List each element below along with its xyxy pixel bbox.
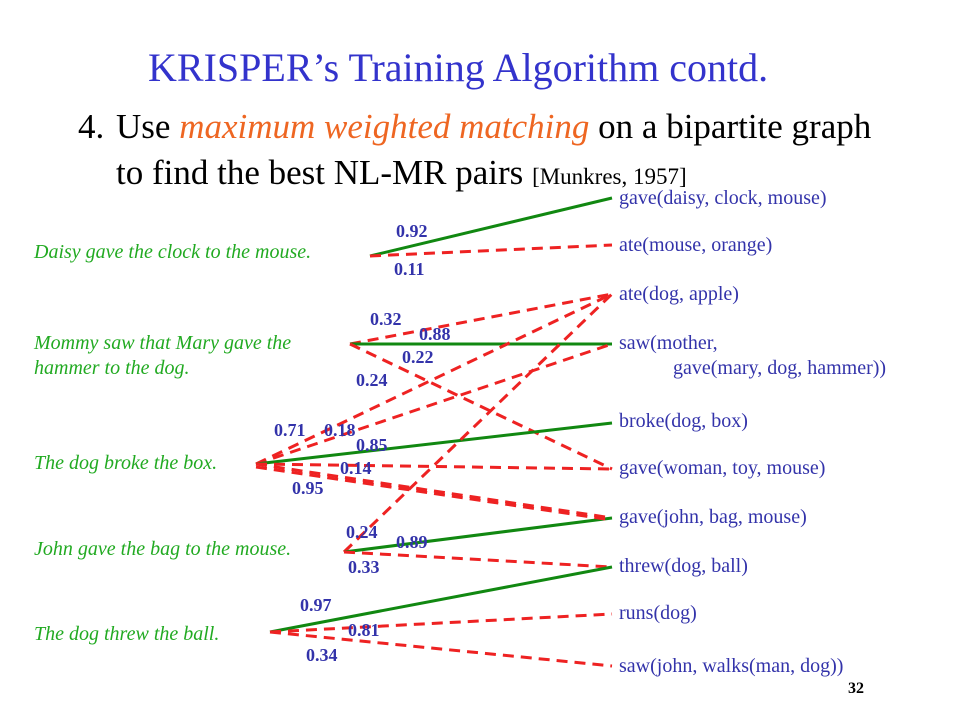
bullet-point: 4. Use maximum weighted matching on a bip… — [78, 104, 871, 200]
candidate-edge — [255, 465, 613, 522]
bullet-line-2: to find the best NL-MR pairs [Munkres, 1… — [78, 150, 871, 200]
candidate-edge — [255, 462, 613, 471]
candidate-edge — [343, 550, 613, 569]
matched-edge — [343, 516, 613, 554]
edge-weight-label: 0.22 — [402, 347, 434, 367]
matched-edge — [369, 196, 613, 258]
mr-text: gave(john, bag, mouse) — [619, 506, 807, 528]
candidate-edge — [255, 292, 613, 466]
sentence-text: Daisy gave the clock to the mouse. — [34, 241, 312, 263]
mr-node: gave(woman, toy, mouse) — [619, 456, 825, 481]
mr-text: gave(woman, toy, mouse) — [619, 457, 826, 479]
mr-text: saw(john, walks(man, dog)) — [619, 655, 844, 677]
edge-weight-label: 0.24 — [356, 370, 388, 390]
mr-node: saw(mother, gave(mary, dog, hammer)) — [619, 331, 886, 381]
mr-text: threw(dog, ball) — [619, 555, 748, 577]
slide-title: KRISPER’s Training Algorithm contd. — [148, 45, 769, 90]
edge-weight-label: 0.97 — [300, 595, 332, 615]
edge-weight-label: 0.85 — [356, 435, 388, 455]
bullet-line-2-text: to find the best NL-MR pairs — [116, 153, 533, 192]
mr-text: saw(mother, — [619, 332, 718, 354]
mr-text-line2: gave(mary, dog, hammer)) — [673, 357, 887, 379]
edge-weight-label: 0.95 — [292, 478, 324, 498]
candidate-edge — [269, 612, 613, 634]
sentence-text: The dog broke the box. — [34, 452, 218, 474]
edge-weight-label: 0.92 — [396, 221, 428, 241]
mr-node: threw(dog, ball) — [619, 554, 748, 579]
mr-node: ate(dog, apple) — [619, 282, 739, 307]
matched-edge — [255, 421, 613, 466]
sentence-text: John gave the bag to the mouse. — [34, 538, 292, 560]
mr-text: ate(dog, apple) — [619, 283, 739, 305]
bullet-highlight: maximum weighted matching — [179, 107, 590, 146]
bullet-text-before: Use — [116, 107, 180, 146]
edge-weight-label: 0.89 — [396, 532, 428, 552]
edge-weight-label: 0.88 — [419, 324, 451, 344]
mr-node: gave(john, bag, mouse) — [619, 505, 807, 530]
candidate-edge — [269, 630, 613, 668]
sentence-text: The dog threw the ball. — [34, 623, 220, 645]
edge-weight-label: 0.71 — [274, 420, 306, 440]
sentence-node: The dog broke the box. — [34, 451, 217, 476]
mr-text: broke(dog, box) — [619, 410, 748, 432]
citation: [Munkres, 1957] — [532, 164, 687, 189]
mr-text: gave(daisy, clock, mouse) — [619, 187, 827, 209]
candidate-edge — [369, 243, 613, 258]
candidate-edge — [255, 342, 613, 466]
edge-weight-label: 0.32 — [370, 309, 402, 329]
edge-weight-label: 0.33 — [348, 557, 380, 577]
candidate-edge — [349, 342, 613, 471]
mr-node: saw(john, walks(man, dog)) — [619, 654, 843, 679]
bullet-number: 4. — [78, 107, 105, 146]
sentence-node: Mommy saw that Mary gave the hammer to t… — [34, 331, 291, 381]
edge-weight-label: 0.34 — [306, 645, 338, 665]
mr-text: runs(dog) — [619, 602, 697, 624]
edge-weight-label: 0.24 — [346, 522, 378, 542]
edge-weight-label: 0.18 — [324, 420, 356, 440]
mr-node: gave(daisy, clock, mouse) — [619, 186, 827, 211]
edge-weight-label: 0.11 — [394, 259, 425, 279]
mr-node: runs(dog) — [619, 601, 697, 626]
matched-edge — [269, 565, 613, 634]
sentence-text-line2: hammer to the dog. — [34, 357, 190, 379]
sentence-node: The dog threw the ball. — [34, 622, 219, 647]
candidate-edge — [349, 292, 613, 346]
mr-text: ate(mouse, orange) — [619, 234, 773, 256]
mr-node: broke(dog, box) — [619, 409, 748, 434]
bullet-text-after: on a bipartite graph — [589, 107, 872, 146]
bullet-line-1: 4. Use maximum weighted matching on a bip… — [78, 104, 871, 150]
sentence-node: John gave the bag to the mouse. — [34, 537, 291, 562]
candidate-edge — [255, 462, 613, 520]
candidate-edge — [342, 292, 614, 554]
sentence-node: Daisy gave the clock to the mouse. — [34, 240, 311, 265]
sentence-text: Mommy saw that Mary gave the — [34, 332, 292, 354]
mr-node: ate(mouse, orange) — [619, 233, 772, 258]
edge-weight-label: 0.81 — [348, 620, 380, 640]
page-number: 32 — [848, 680, 864, 697]
edge-weight-label: 0.14 — [340, 458, 372, 478]
